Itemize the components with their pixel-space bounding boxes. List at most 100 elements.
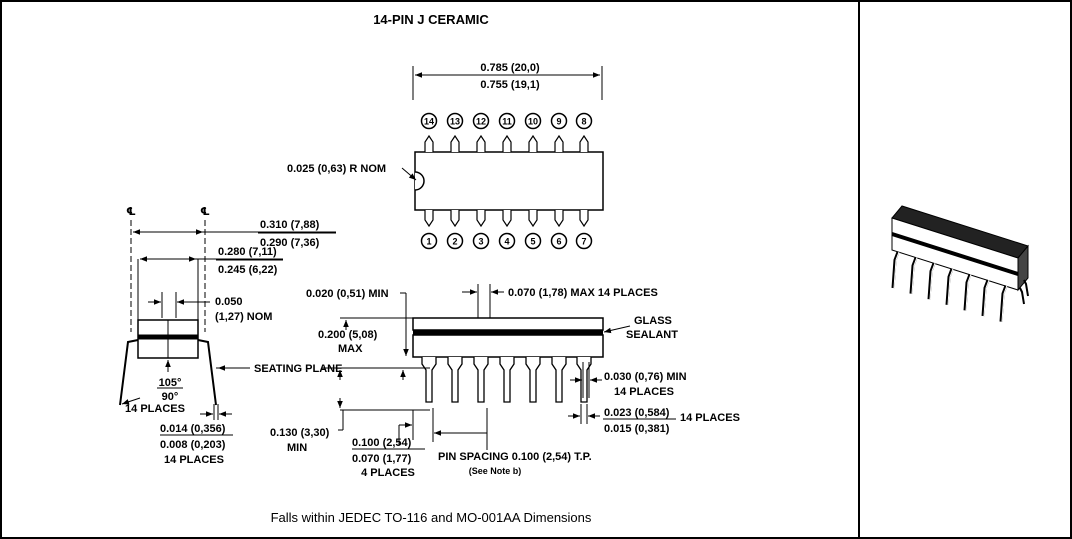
pin-number-circle: [550, 112, 568, 130]
pin-number-circle: [575, 112, 593, 130]
angle-max-label: 105°: [159, 377, 182, 389]
top-pin-lead: [476, 134, 486, 152]
pin-number-circle: [472, 232, 490, 250]
centerline-symbol-right: ℄: [200, 206, 210, 218]
leadw-min-label: 0.015 (0,381): [604, 423, 670, 435]
pin-number-label: 5: [530, 237, 535, 247]
package-3d-lead-highlight: [911, 257, 918, 294]
gap-label-line2: (1,27) NOM: [215, 311, 272, 323]
package-3d-back-lead: [1019, 287, 1025, 305]
top-view: 0.785 (20,0) 0.755 (19,1) 0.025 (0,63) R…: [287, 62, 604, 250]
body-max-label: 0.280 (7,11): [218, 246, 277, 258]
notch-leader: [401, 167, 417, 181]
top-pin-lead: [528, 134, 538, 152]
bottom-pin-lead: [579, 210, 589, 228]
pin-number-circle: [446, 112, 464, 130]
pin-number-label: 4: [504, 237, 509, 247]
package-3d-lead: [981, 279, 990, 317]
pin-number-label: 11: [502, 117, 512, 127]
pin-number-label: 7: [581, 237, 586, 247]
package-3d-leads: [891, 251, 1029, 322]
pin-number-label: 6: [556, 237, 561, 247]
pin-number-circle: [498, 232, 516, 250]
pin-number-label: 13: [450, 117, 460, 127]
glass-leader: [603, 325, 631, 334]
lead-thk-places-label: 14 PLACES: [164, 454, 224, 466]
standoff-label: 0.020 (0,51) MIN: [306, 288, 389, 300]
bottom-pin-lead: [476, 210, 486, 228]
pin-number-circle: [446, 232, 464, 250]
side-lead: [421, 357, 437, 403]
pin-spacing-label: PIN SPACING 0.100 (2,54) T.P.: [438, 451, 592, 463]
angle-arrow: [121, 397, 141, 405]
package-3d-back-lead: [1023, 279, 1029, 297]
pin-number-label: 14: [424, 117, 434, 127]
package-body-top: [414, 151, 604, 211]
glass-label-line1: GLASS: [634, 315, 672, 327]
bottom-pin-lead: [424, 210, 434, 228]
pin-number-circle: [524, 232, 542, 250]
pin-number-label: 2: [452, 237, 457, 247]
body-min-label: 0.245 (6,22): [218, 264, 278, 276]
side-lead: [499, 357, 515, 403]
pin-number-circle: [550, 232, 568, 250]
package-3d-lead: [945, 268, 954, 305]
pin-number-label: 3: [478, 237, 483, 247]
side-lead: [447, 357, 463, 403]
bottom-pin-lead: [554, 210, 564, 228]
pin1-notch: [414, 171, 425, 191]
top-pin-lead: [502, 134, 512, 152]
side-lead: [576, 357, 592, 403]
package-3d-seal: [891, 232, 1019, 276]
centerline-symbol-left: ℄: [126, 206, 136, 218]
package-3d-lead: [891, 251, 900, 289]
angle-places-label: 14 PLACES: [125, 403, 185, 415]
bottom-pin-lead: [502, 210, 512, 228]
package-3d-lead-highlight: [965, 274, 972, 311]
glass-seal-band: [413, 330, 603, 335]
pin-number-label: 12: [476, 117, 486, 127]
side-lead: [473, 357, 489, 403]
endpin-min-label: 0.070 (1,77): [352, 453, 412, 465]
package-3d-lead-highlight: [1001, 285, 1008, 322]
lead-left: [119, 339, 139, 406]
package-3d-lead-highlight: [893, 251, 900, 289]
pin-number-circle: [524, 112, 542, 130]
pin-number-circle: [420, 112, 438, 130]
row-max-label: 0.310 (7,88): [260, 219, 320, 231]
top-pin-lead: [450, 134, 460, 152]
endpin-places-label: 4 PLACES: [361, 467, 415, 479]
pin-spacing-note: (See Note b): [469, 466, 522, 476]
height-label-line2: MAX: [338, 343, 363, 355]
top-pin-lead: [424, 134, 434, 152]
height-label-line1: 0.200 (5,08): [318, 329, 378, 341]
package-3d-lead-highlight: [947, 268, 954, 305]
top-pin-lead: [579, 134, 589, 152]
package-3d-side: [1017, 244, 1029, 292]
package-3d-illustration: [891, 205, 1029, 322]
side-body-lower: [412, 334, 604, 358]
top-pin-lead: [554, 134, 564, 152]
lead-thk-min-label: 0.008 (0,203): [160, 439, 226, 451]
row-min-label: 0.290 (7,36): [260, 237, 320, 249]
package-3d-lead-highlight: [929, 263, 936, 300]
bottom-pin-lead: [450, 210, 460, 228]
width-max-label: 0.785 (20,0): [480, 62, 540, 74]
width-min-label: 0.755 (19,1): [480, 79, 540, 91]
side-lead-row: [421, 357, 592, 403]
side-body-upper: [412, 317, 604, 331]
pin-number-circle: [575, 232, 593, 250]
pin-number-circle: [420, 232, 438, 250]
end-view: ℄ ℄ 0.310 (7,88) 0.290 (7,36) 0.280 (7,1…: [119, 206, 342, 466]
pin-number-label: 9: [556, 117, 561, 127]
glass-label-line2: SEALANT: [626, 329, 678, 341]
notch-radius-label: 0.025 (0,63) R NOM: [287, 163, 386, 175]
leadlen-label-line1: 0.130 (3,30): [270, 427, 330, 439]
package-3d-lead: [927, 262, 936, 300]
lead-top-label: 0.070 (1,78) MAX 14 PLACES: [508, 287, 658, 299]
side-lead: [551, 357, 567, 403]
